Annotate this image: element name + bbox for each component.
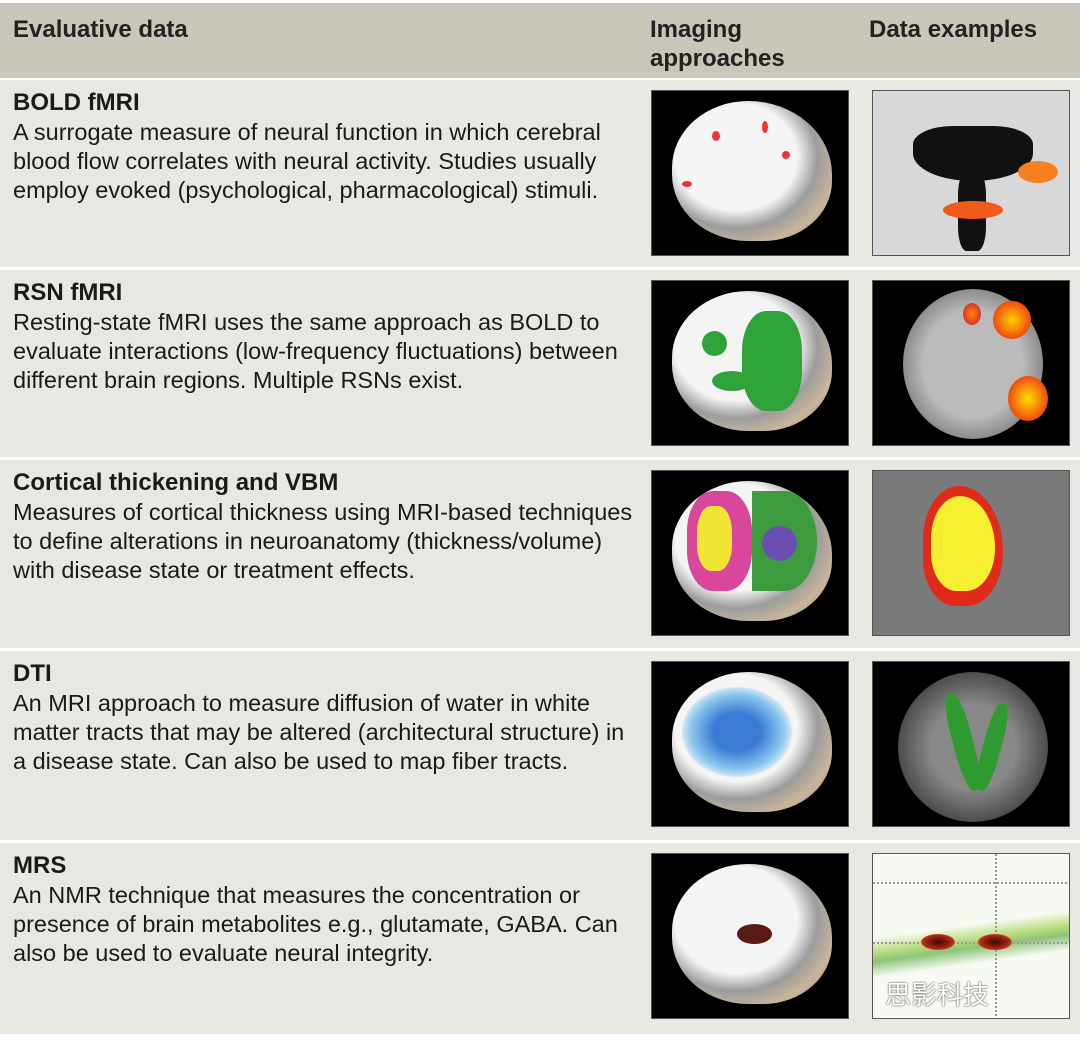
row-description: An NMR technique that measures the conce…	[13, 882, 618, 966]
vbm-slice-image	[872, 470, 1070, 636]
row-title: BOLD fMRI	[13, 89, 140, 116]
row-description: Resting-state fMRI uses the same approac…	[13, 309, 618, 393]
table-row-mrs: MRS An NMR technique that measures the c…	[0, 843, 1080, 1034]
table-row-bold-fmri: BOLD fMRI A surrogate measure of neural …	[0, 80, 1080, 267]
bold-brain-render-image	[651, 90, 849, 256]
table-row-cortical-thickening-vbm: Cortical thickening and VBM Measures of …	[0, 460, 1080, 648]
dti-axial-slice-image	[872, 661, 1070, 827]
mrs-spectrum-image	[872, 853, 1070, 1019]
row-title: DTI	[13, 660, 52, 687]
header-imaging-approaches: Imaging approaches	[650, 16, 785, 72]
table-row-rsn-fmri: RSN fMRI Resting-state fMRI uses the sam…	[0, 270, 1080, 457]
rsn-axial-slice-image	[872, 280, 1070, 446]
rsn-brain-render-image	[651, 280, 849, 446]
dti-brain-render-image	[651, 661, 849, 827]
table-header: Evaluative data Imaging approaches Data …	[0, 3, 1080, 78]
header-data-examples: Data examples	[869, 16, 1038, 43]
row-title: MRS	[13, 852, 67, 879]
row-description: Measures of cortical thickness using MRI…	[13, 499, 633, 583]
watermark: 思影科技	[885, 980, 990, 1010]
row-description: A surrogate measure of neural function i…	[13, 119, 601, 203]
table-row-dti: DTI An MRI approach to measure diffusion…	[0, 651, 1080, 840]
row-title: RSN fMRI	[13, 279, 123, 306]
mrs-brain-render-image	[651, 853, 849, 1019]
row-title: Cortical thickening and VBM	[13, 469, 339, 496]
header-evaluative-data: Evaluative data	[13, 16, 188, 43]
vbm-brain-render-image	[651, 470, 849, 636]
row-description: An MRI approach to measure diffusion of …	[13, 690, 625, 774]
bold-coronal-slice-image	[872, 90, 1070, 256]
